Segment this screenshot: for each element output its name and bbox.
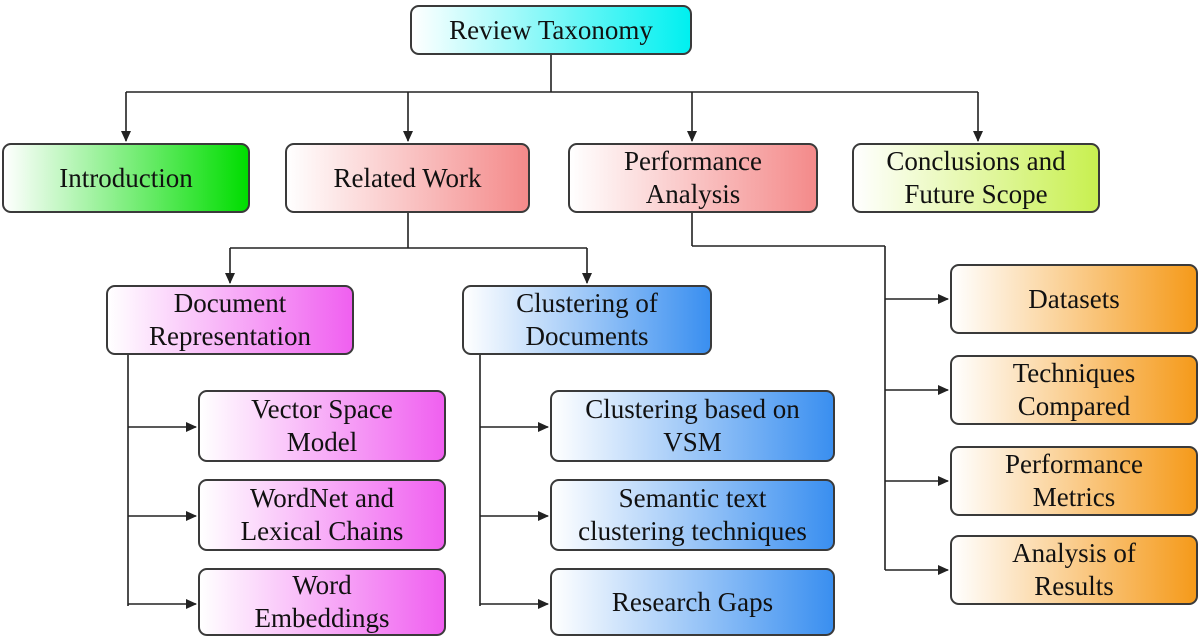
root-node: Review Taxonomy [410, 5, 692, 55]
document-representation-node: Document Representation [106, 285, 354, 355]
node-label: Word Embeddings [254, 570, 390, 633]
node-label: WordNet and Lexical Chains [240, 483, 404, 546]
clustering-of-documents-node: Clustering of Documents [462, 285, 712, 355]
techniques-compared-node: Techniques Compared [950, 355, 1198, 425]
section-label: Conclusions and Future Scope [886, 146, 1066, 209]
node-label: Clustering of Documents [516, 288, 658, 351]
node-label: Datasets [1028, 283, 1120, 314]
section-label: Introduction [59, 162, 193, 193]
node-label: Document Representation [149, 288, 311, 351]
performance-metrics-node: Performance Metrics [950, 446, 1198, 516]
node-label: Analysis of Results [1012, 538, 1136, 601]
wordnet-lexical-chains-node: WordNet and Lexical Chains [198, 479, 446, 551]
root-label: Review Taxonomy [449, 14, 653, 45]
node-label: Clustering based on VSM [585, 394, 800, 457]
node-label: Semantic text clustering techniques [578, 483, 807, 546]
section-label: Related Work [333, 162, 482, 193]
semantic-text-clustering-node: Semantic text clustering techniques [550, 479, 835, 551]
node-label: Performance Metrics [1005, 449, 1143, 512]
node-label: Research Gaps [611, 586, 774, 617]
section-introduction: Introduction [2, 143, 250, 213]
research-gaps-node: Research Gaps [550, 568, 835, 636]
analysis-of-results-node: Analysis of Results [950, 535, 1198, 605]
section-related-work: Related Work [285, 143, 530, 213]
section-label: Performance Analysis [624, 146, 762, 209]
word-embeddings-node: Word Embeddings [198, 568, 446, 636]
datasets-node: Datasets [950, 264, 1198, 334]
section-conclusions: Conclusions and Future Scope [852, 143, 1100, 213]
clustering-vsm-node: Clustering based on VSM [550, 390, 835, 462]
node-label: Techniques Compared [1012, 358, 1136, 421]
section-performance-analysis: Performance Analysis [568, 143, 818, 213]
vector-space-model-node: Vector Space Model [198, 390, 446, 462]
node-label: Vector Space Model [251, 394, 393, 457]
